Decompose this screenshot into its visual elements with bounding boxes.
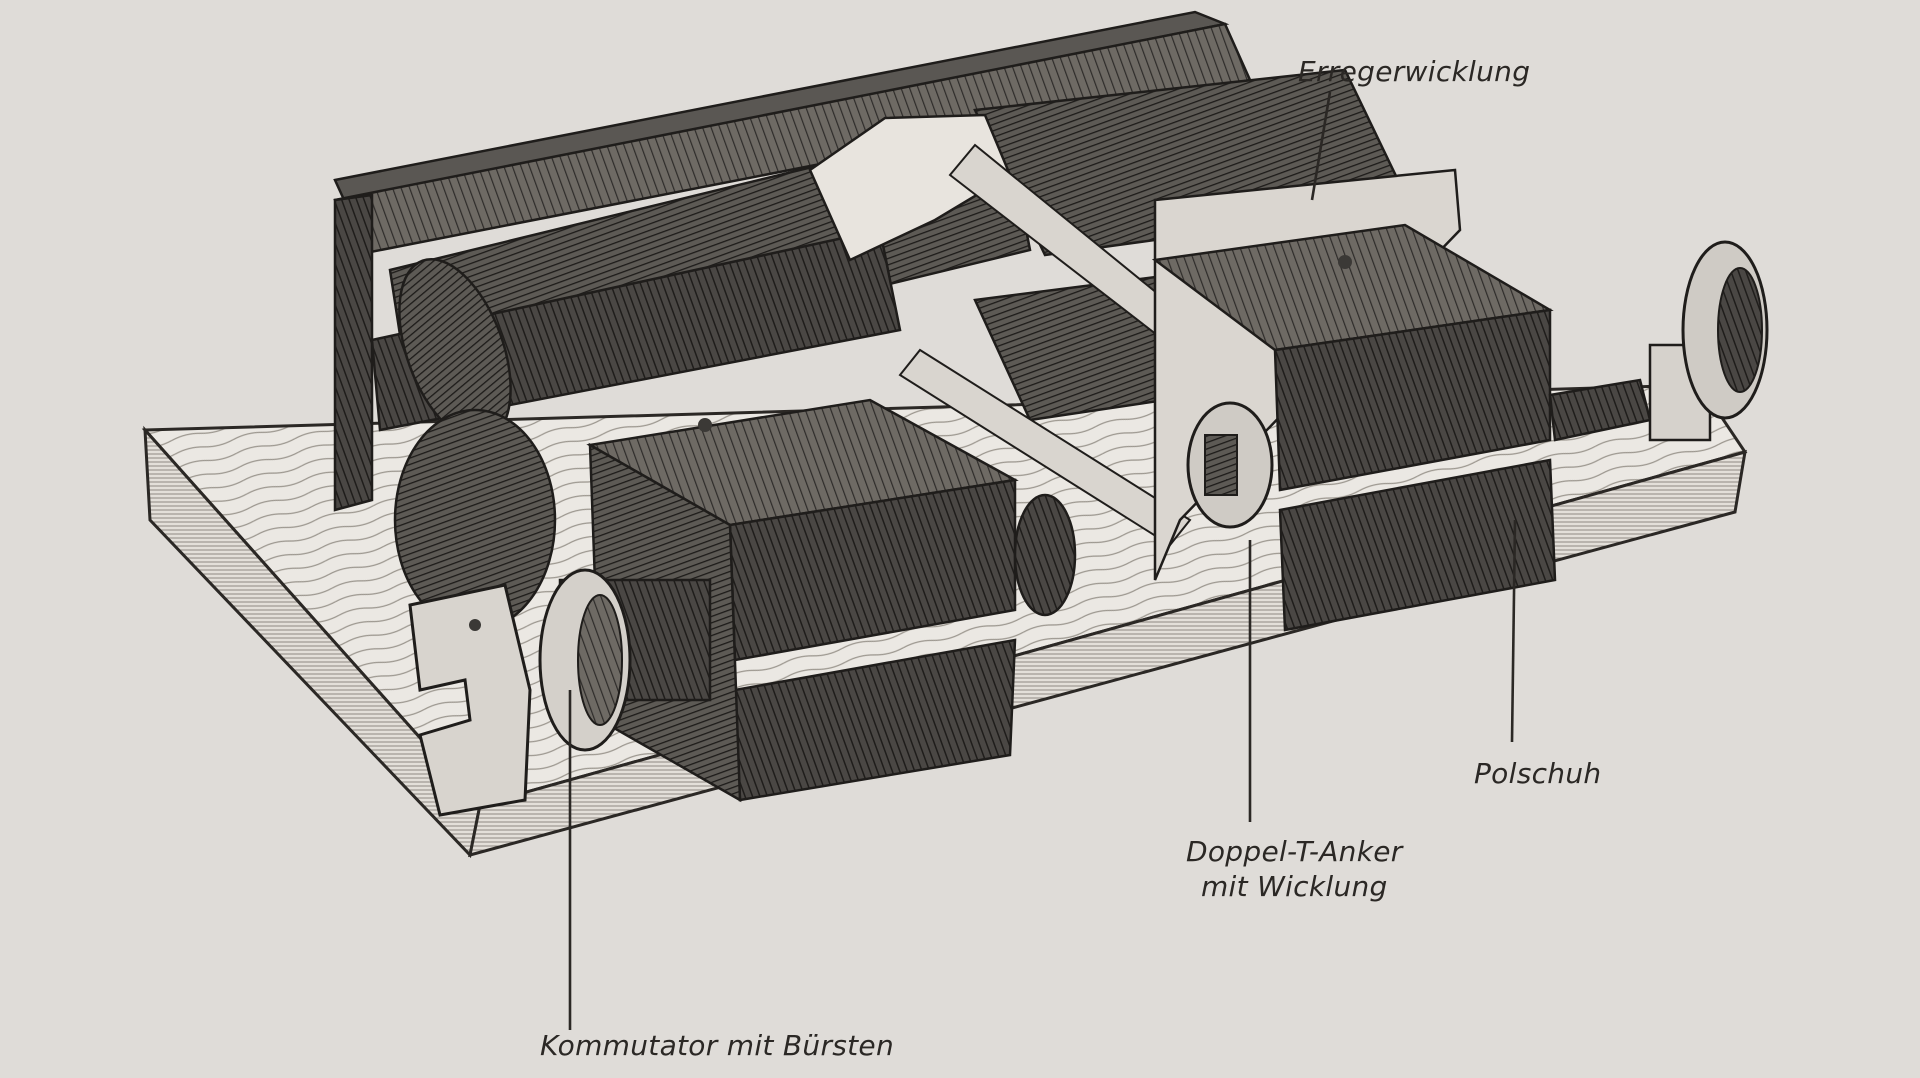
label-pole-shoe-text: Polschuh [1474,757,1602,790]
terminal-screw-right [1338,255,1352,269]
right-pole-assembly [1151,168,1769,632]
back-frame [333,10,1252,512]
label-armature-line1: Doppel-T-Anker [1186,835,1403,868]
leader-field-winding [1310,91,1332,201]
pole-shoe-front-upper [1273,308,1552,492]
label-armature-line2: mit Wicklung [1200,870,1388,903]
label-field-winding-text: Erregerwicklung [1298,55,1531,88]
label-pole-shoe: Polschuh [1474,756,1601,791]
commutator-segments [577,594,623,726]
brush-screw [469,619,481,631]
label-commutator-text: Kommutator mit Bürsten [540,1029,894,1062]
pole-shoe-front-lower [1278,458,1557,632]
brush-holder [408,583,532,817]
commutator-assembly [393,255,1352,817]
drive-pulley-groove [1717,267,1763,393]
terminal-screw [698,418,712,432]
label-field-winding: Erregerwicklung [1298,54,1530,89]
left-gear [1013,493,1077,617]
armature-winding [1204,434,1238,496]
leader-pole-shoe [1510,519,1517,743]
label-armature: Doppel-T-Anker mit Wicklung [1186,834,1403,904]
back-plate-left-post [333,193,374,512]
label-commutator: Kommutator mit Bürsten [540,1028,894,1063]
leader-lines [568,91,1517,1030]
